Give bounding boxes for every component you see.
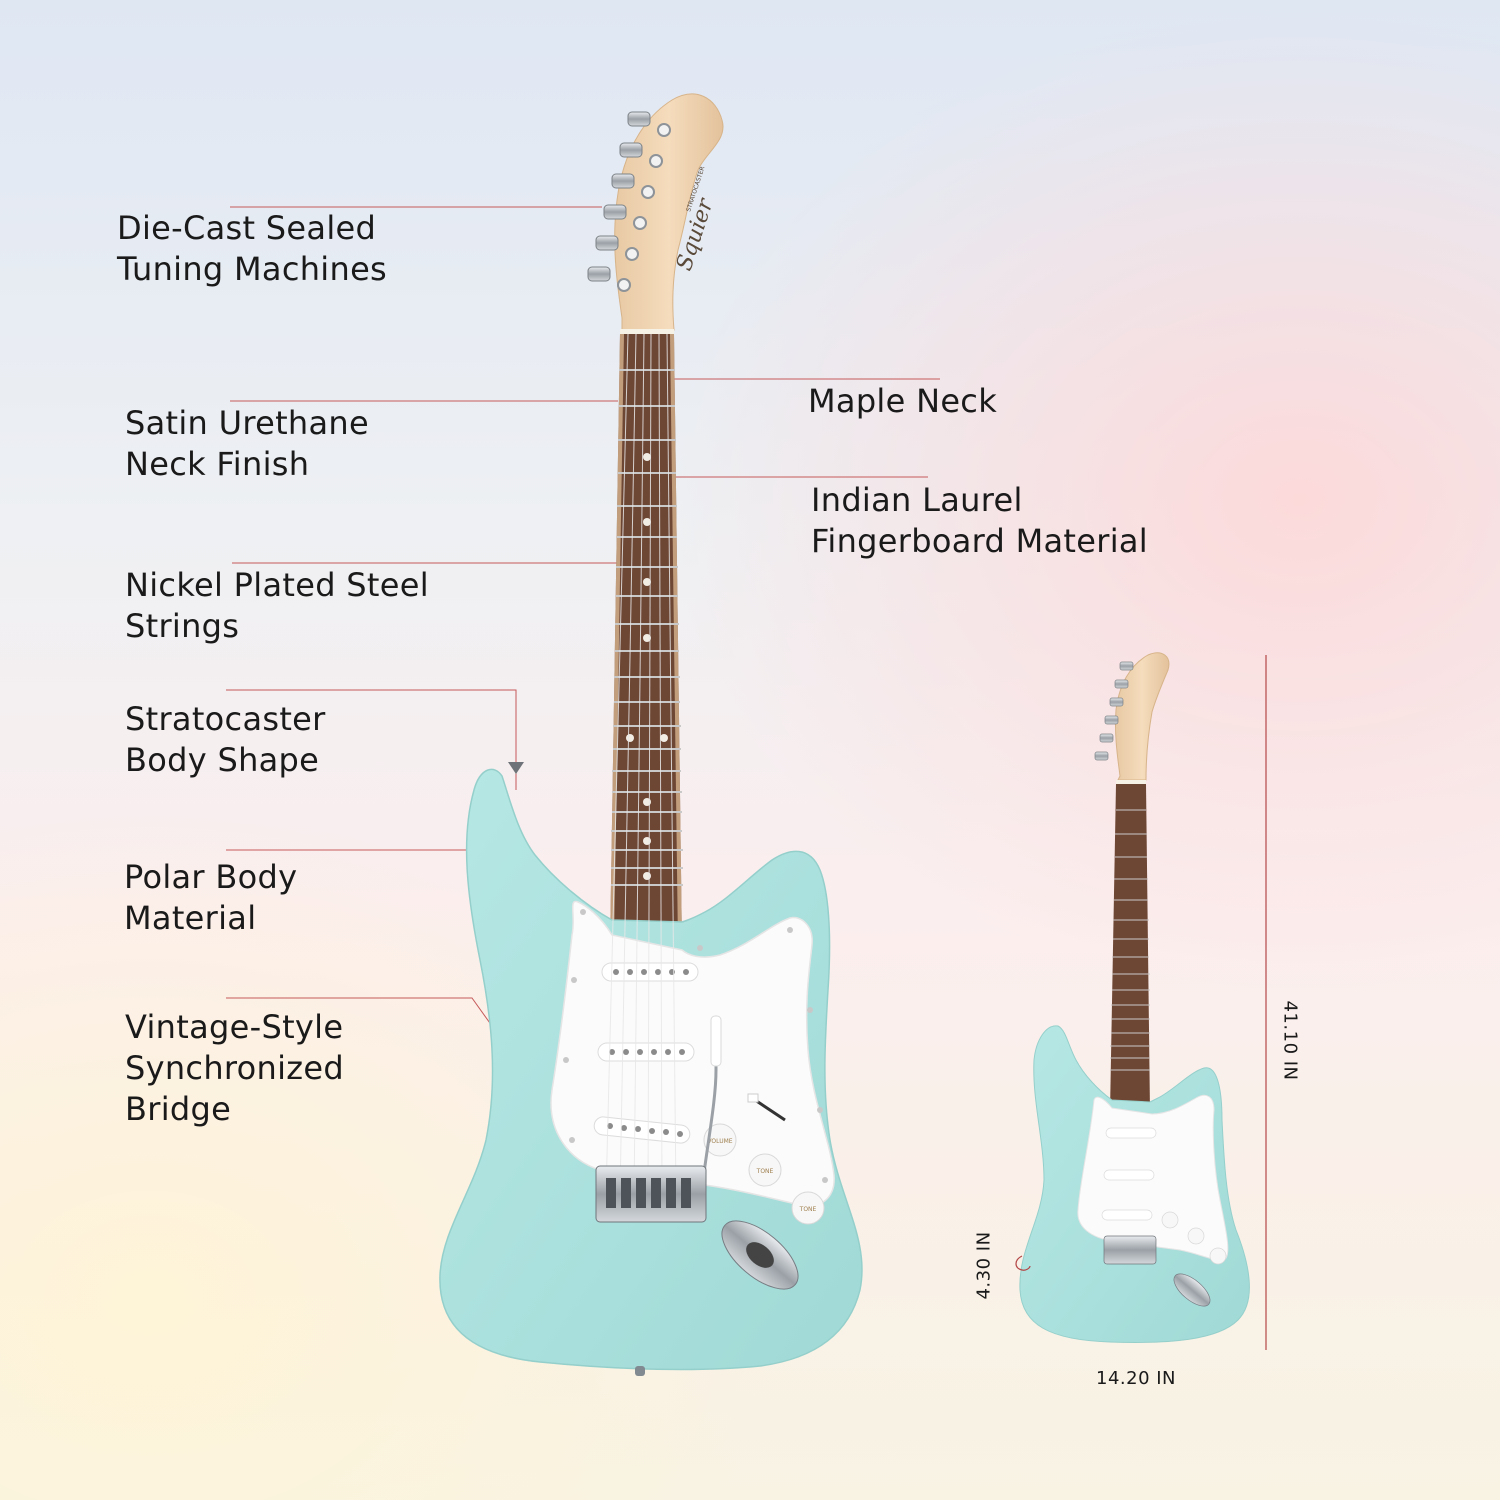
- tone-knob-1: [748, 1153, 782, 1187]
- label-tuning-machines: Die-Cast Sealed Tuning Machines: [117, 209, 388, 288]
- depth-dimension-arc: [1015, 1255, 1031, 1271]
- label-bridge: Vintage-Style Synchronized Bridge: [125, 1008, 345, 1128]
- strap-button-top: [508, 762, 524, 774]
- strings: [605, 333, 677, 1196]
- label-body-material: Polar Body Material: [124, 858, 298, 937]
- tuning-pegs: [587, 111, 671, 292]
- label-strings: Nickel Plated Steel Strings: [125, 566, 429, 645]
- depth-dimension-label: 4.30 IN: [973, 1231, 995, 1300]
- height-dimension-label: 41.10 IN: [1279, 1000, 1301, 1081]
- strap-button-bottom: [635, 1366, 645, 1376]
- label-maple-neck: Maple Neck: [808, 382, 998, 420]
- width-dimension-label: 14.20 IN: [1096, 1368, 1177, 1389]
- small-guitar: [1019, 652, 1250, 1343]
- label-body-shape: Stratocaster Body Shape: [125, 700, 326, 779]
- bridge-pickup: [593, 1116, 691, 1144]
- control-knobs: VOLUME TONE TONE: [703, 1093, 825, 1225]
- output-jack: [721, 1220, 799, 1290]
- tone-knob-2-label: TONE: [799, 1206, 817, 1213]
- pickguard-screws: [563, 909, 828, 1183]
- volume-knob-label: VOLUME: [707, 1138, 732, 1145]
- frets: [611, 369, 683, 886]
- label-fingerboard: Indian Laurel Fingerboard Material: [811, 481, 1148, 560]
- volume-knob: [703, 1123, 737, 1157]
- dimension-lines: [1015, 655, 1267, 1350]
- large-guitar: Squier STRATOCASTER: [439, 93, 863, 1376]
- label-neck-finish: Satin Urethane Neck Finish: [125, 404, 369, 483]
- tone-knob-1-label: TONE: [756, 1168, 774, 1175]
- leader-body-shape: [226, 689, 517, 790]
- bridge: [595, 1165, 707, 1223]
- tone-knob-2: [791, 1191, 825, 1225]
- middle-pickup: [597, 1042, 695, 1062]
